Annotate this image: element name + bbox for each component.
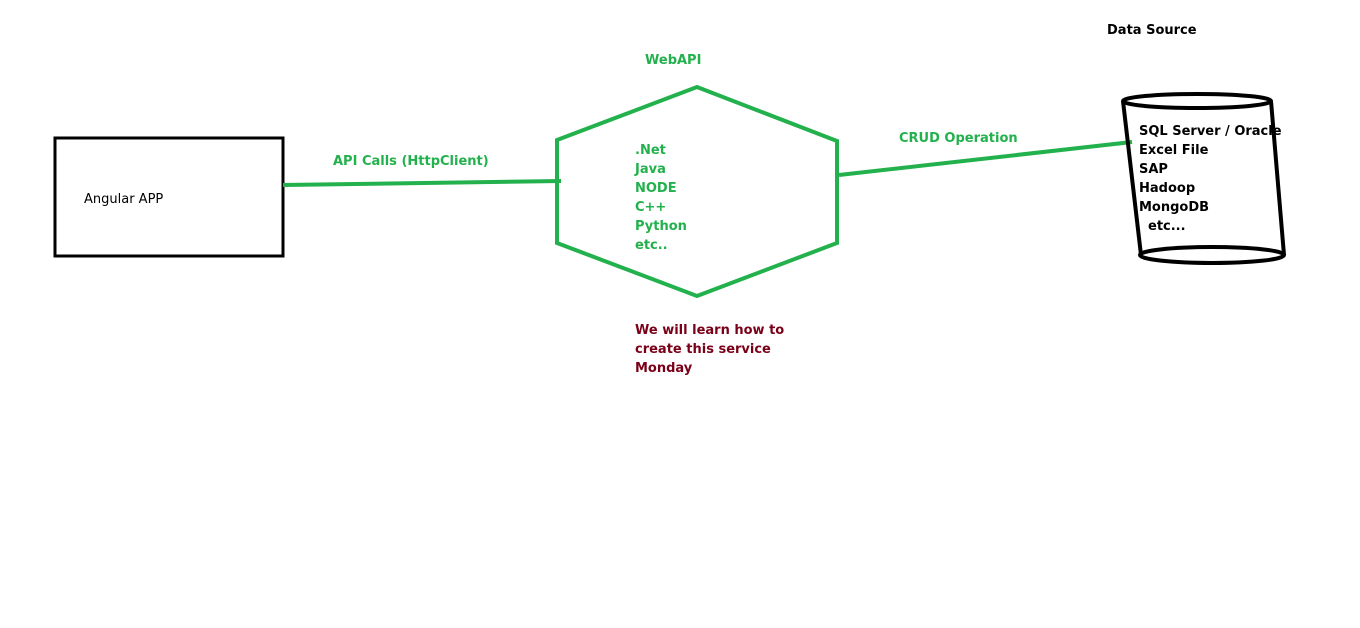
cylinder-bottom (1138, 245, 1286, 265)
webapi-tech-item: NODE (635, 181, 677, 196)
data-source-item: Excel File (1139, 143, 1209, 158)
webapi-tech-item: Python (635, 219, 687, 234)
webapi-hexagon (555, 84, 839, 299)
data-source-item: SAP (1139, 162, 1168, 177)
data-source-item: SQL Server / Oracle (1139, 124, 1282, 139)
note-line: We will learn how to (635, 323, 785, 338)
webapi-tech-list: .Net Java NODE C++ Python etc.. (635, 141, 687, 255)
webapi-tech-item: .Net (635, 143, 666, 158)
data-source-title: Data Source (1107, 23, 1197, 38)
webapi-tech-item: Java (635, 162, 666, 177)
data-source-item: Hadoop (1139, 181, 1196, 196)
crud-connector (838, 140, 1133, 177)
crud-operation-label: CRUD Operation (899, 131, 1018, 146)
webapi-title: WebAPI (645, 53, 702, 68)
data-source-item: MongoDB (1139, 200, 1210, 215)
data-source-cylinder (1121, 92, 1286, 265)
note-text: We will learn how to create this service… (635, 321, 784, 378)
data-source-list: SQL Server / Oracle Excel File SAP Hadoo… (1139, 122, 1282, 236)
angular-app-label: Angular APP (84, 192, 164, 207)
data-source-item: etc... (1148, 219, 1186, 234)
note-line: Monday (635, 361, 693, 376)
api-calls-connector (282, 179, 562, 187)
angular-app-box (53, 136, 285, 258)
cylinder-right-side (1269, 100, 1286, 256)
api-calls-label: API Calls (HttpClient) (333, 154, 489, 169)
webapi-tech-item: C++ (635, 200, 667, 215)
cylinder-top (1121, 92, 1273, 110)
note-line: create this service (635, 342, 771, 357)
cylinder-left-side (1121, 100, 1143, 256)
webapi-tech-item: etc.. (635, 238, 668, 253)
